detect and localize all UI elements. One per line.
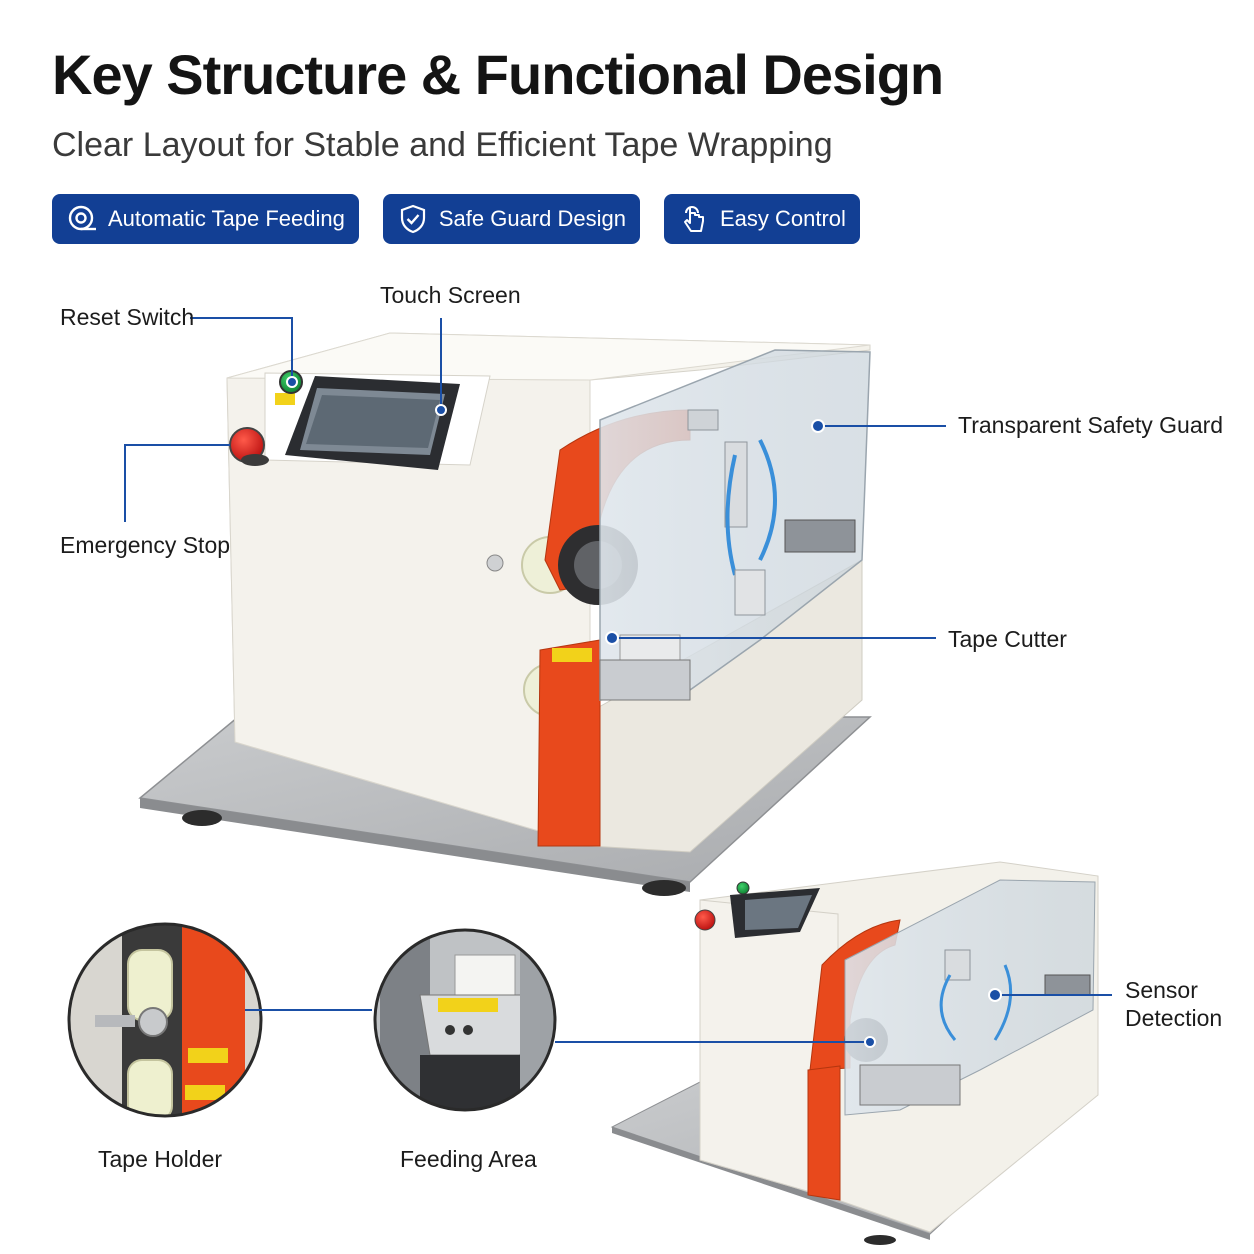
label-reset-switch: Reset Switch — [60, 304, 195, 330]
callout-leaders — [124, 317, 1112, 1043]
label-sensor-detection: Sensor Detection — [1125, 976, 1222, 1032]
badge-safe-guard-design: Safe Guard Design — [382, 194, 640, 244]
badge-easy-control: Easy Control — [663, 194, 860, 244]
badge-label: Automatic Tape Feeding — [108, 206, 345, 231]
shield-check-icon — [400, 204, 425, 234]
label-sensor-line2: Detection — [1125, 1005, 1223, 1031]
badge-label: Easy Control — [719, 206, 846, 231]
label-tape-cutter: Tape Cutter — [948, 626, 1067, 652]
page-subtitle: Clear Layout for Stable and Efficient Ta… — [52, 126, 833, 164]
label-sensor-line1: Sensor — [1125, 977, 1198, 1003]
touch-hand-icon — [683, 206, 704, 232]
badge-automatic-tape-feeding: Automatic Tape Feeding — [52, 194, 359, 244]
secondary-machine-view — [610, 861, 1099, 1245]
page-title: Key Structure & Functional Design — [52, 43, 944, 106]
feature-badges: Automatic Tape Feeding Safe Guard Design… — [52, 194, 860, 244]
label-transparent-safety-guard: Transparent Safety Guard — [958, 412, 1224, 438]
label-emergency-stop: Emergency Stop — [60, 532, 231, 558]
callout-dots — [286, 376, 1002, 1048]
label-feeding-area: Feeding Area — [400, 1146, 537, 1172]
feeding-area-detail — [373, 928, 557, 1112]
main-machine — [138, 332, 872, 896]
tape-roll-icon — [68, 205, 96, 231]
tape-holder-detail — [67, 922, 263, 1118]
badge-label: Safe Guard Design — [438, 206, 626, 231]
label-tape-holder: Tape Holder — [98, 1146, 223, 1172]
label-touch-screen: Touch Screen — [380, 282, 521, 308]
